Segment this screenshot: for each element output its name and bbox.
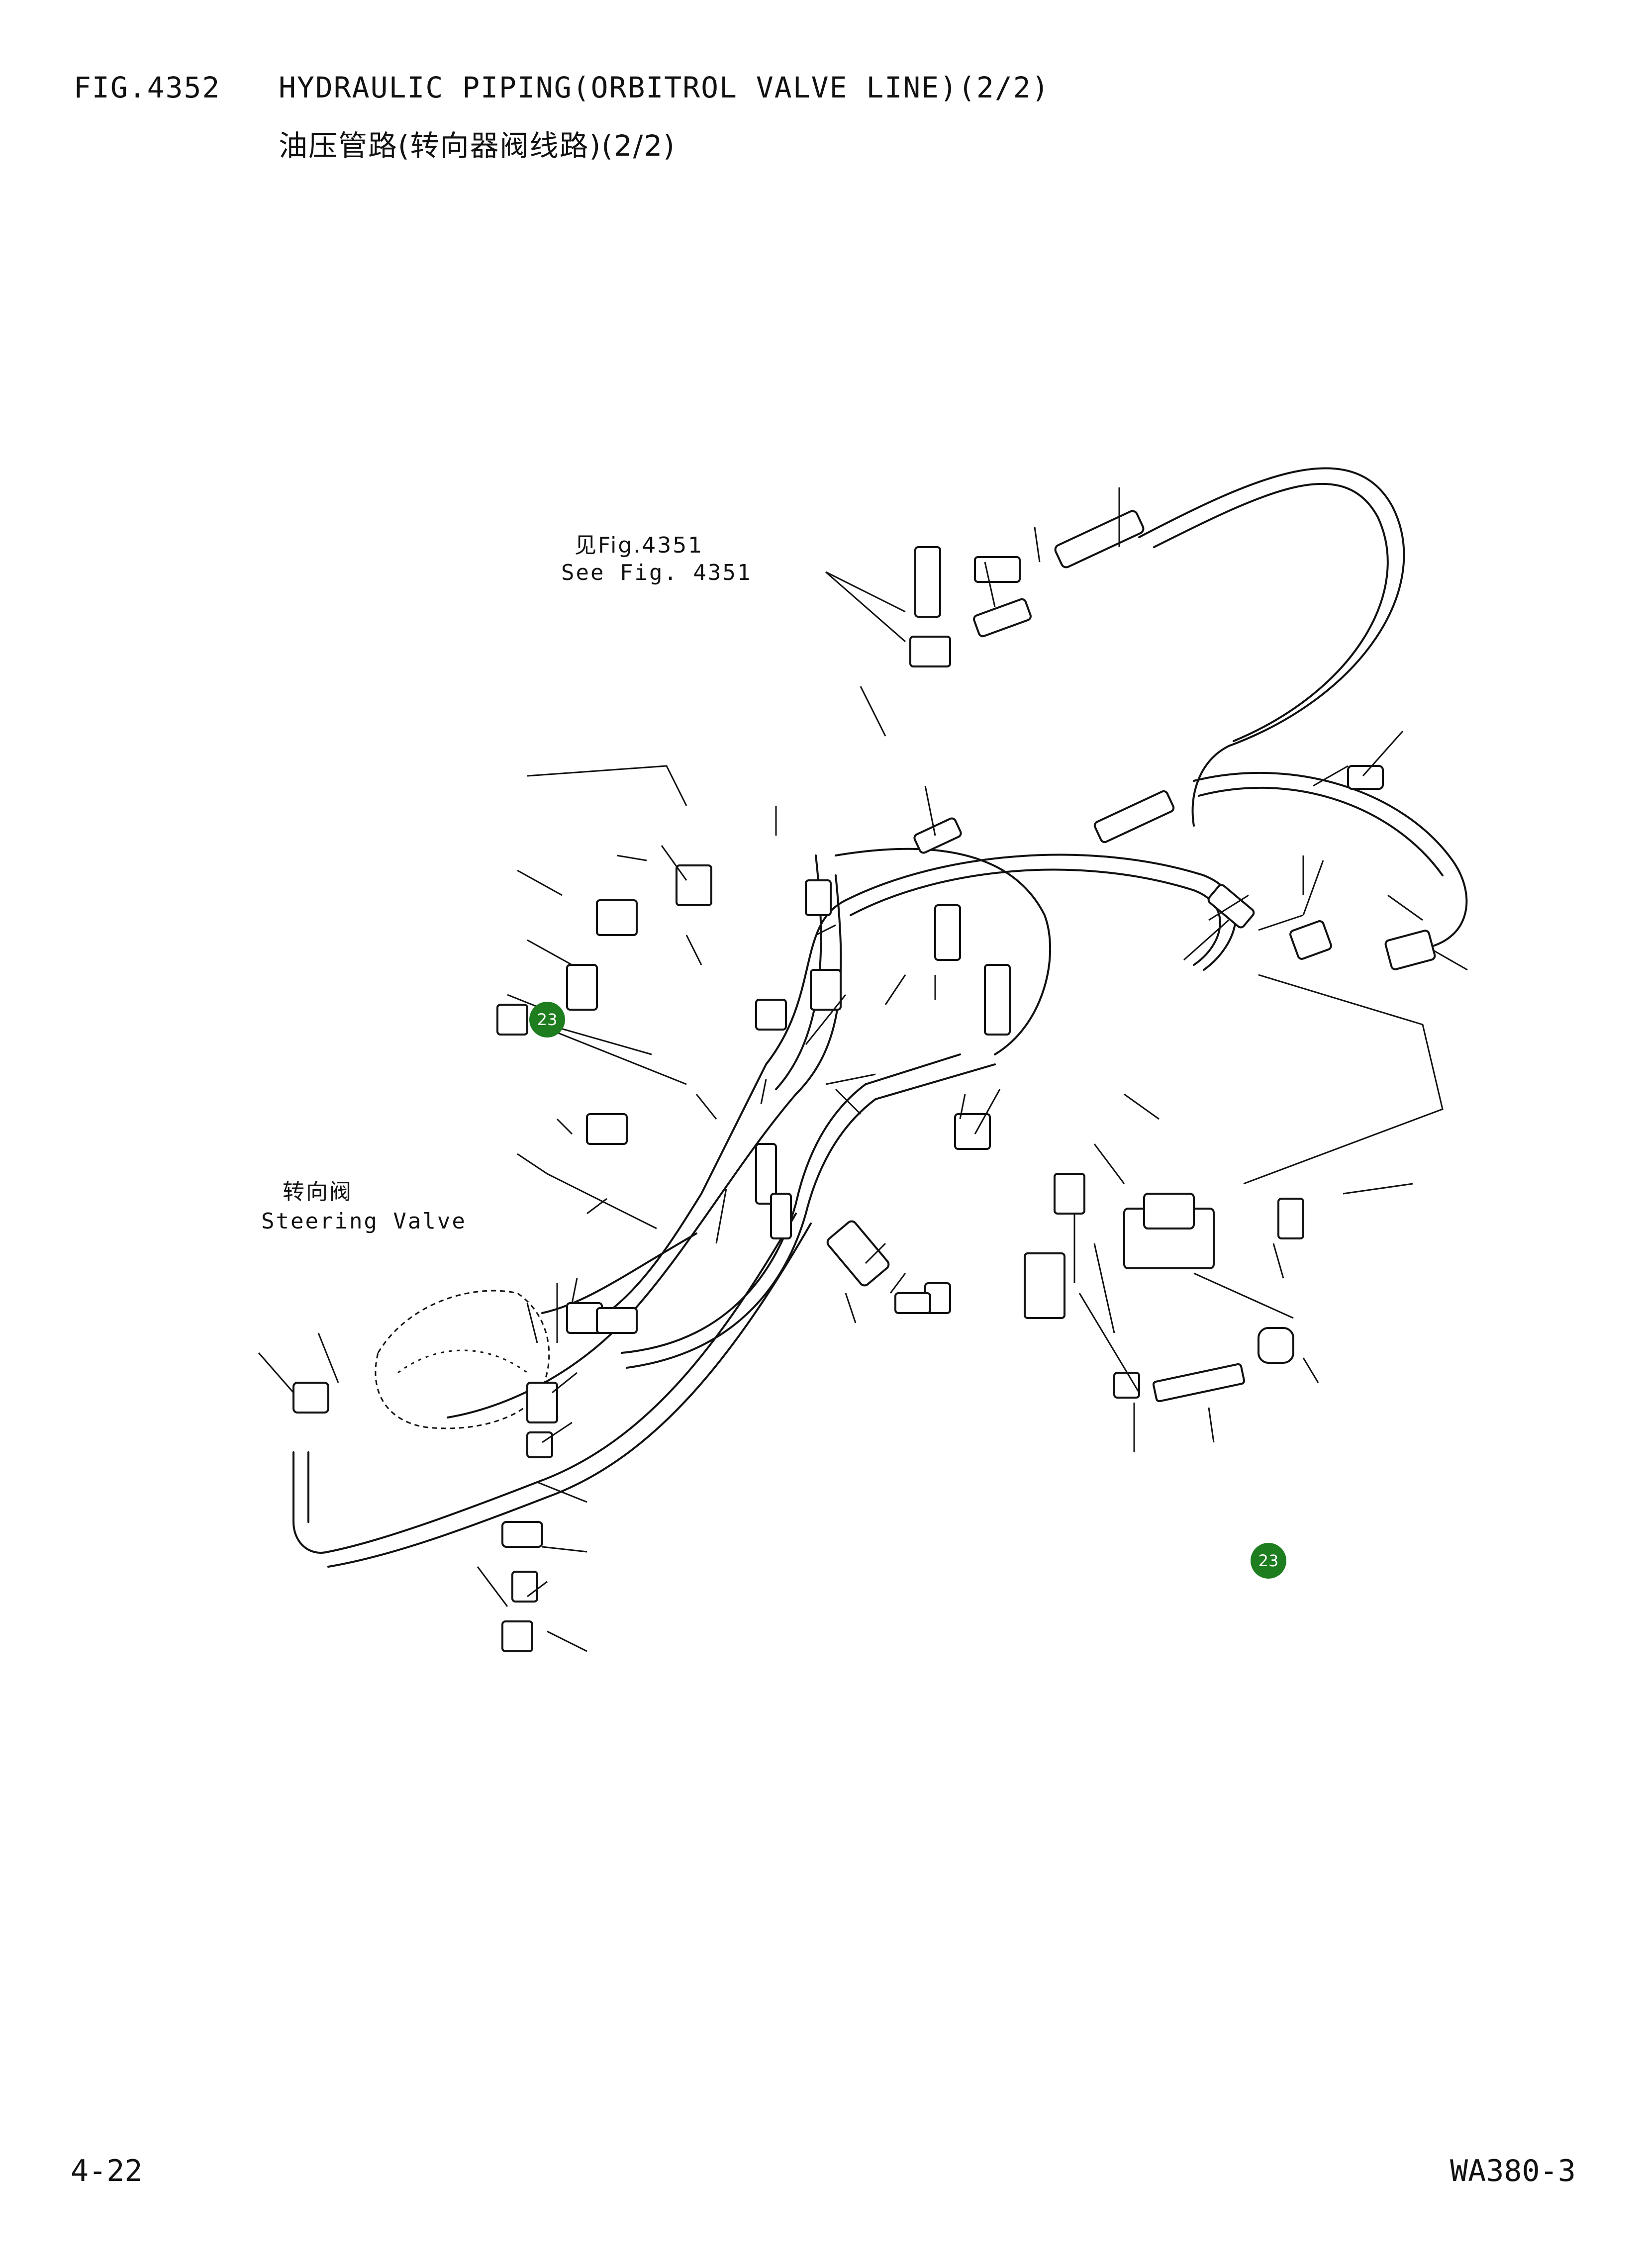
return-hose — [1138, 467, 1405, 827]
svg-text:23: 23 — [537, 1010, 558, 1029]
lower-pipe — [292, 1213, 797, 1554]
main-pipe-b — [606, 899, 847, 1314]
upper-hose — [447, 874, 842, 1418]
steering-valve-label-en: Steering Valve — [261, 1209, 467, 1234]
steering-valve-label-cn: 转向阀 — [283, 1179, 353, 1205]
model-number: WA380-3 — [1450, 2154, 1576, 2188]
see-fig-label-en: See Fig. 4351 — [561, 560, 752, 585]
right-hose — [1193, 772, 1468, 951]
main-pipe-a — [845, 853, 1237, 971]
part-badge-1: 23 — [529, 1002, 565, 1038]
see-fig-label-cn: 见Fig.4351 — [575, 533, 704, 558]
part-badge-2: 23 — [1251, 1543, 1286, 1579]
figure-title-en: HYDRAULIC PIPING(ORBITROL VALVE LINE)(2/… — [279, 71, 1050, 104]
figure-title-cn: 油压管路(转向器阀线路)(2/2) — [279, 129, 676, 163]
figure-number: FIG.4352 — [74, 71, 221, 104]
parts — [292, 510, 1436, 1652]
svg-text:23: 23 — [1258, 1551, 1279, 1570]
leader-lines — [258, 487, 1468, 1652]
page-number: 4-22 — [71, 2154, 143, 2188]
steering-valve-body — [375, 1290, 550, 1429]
